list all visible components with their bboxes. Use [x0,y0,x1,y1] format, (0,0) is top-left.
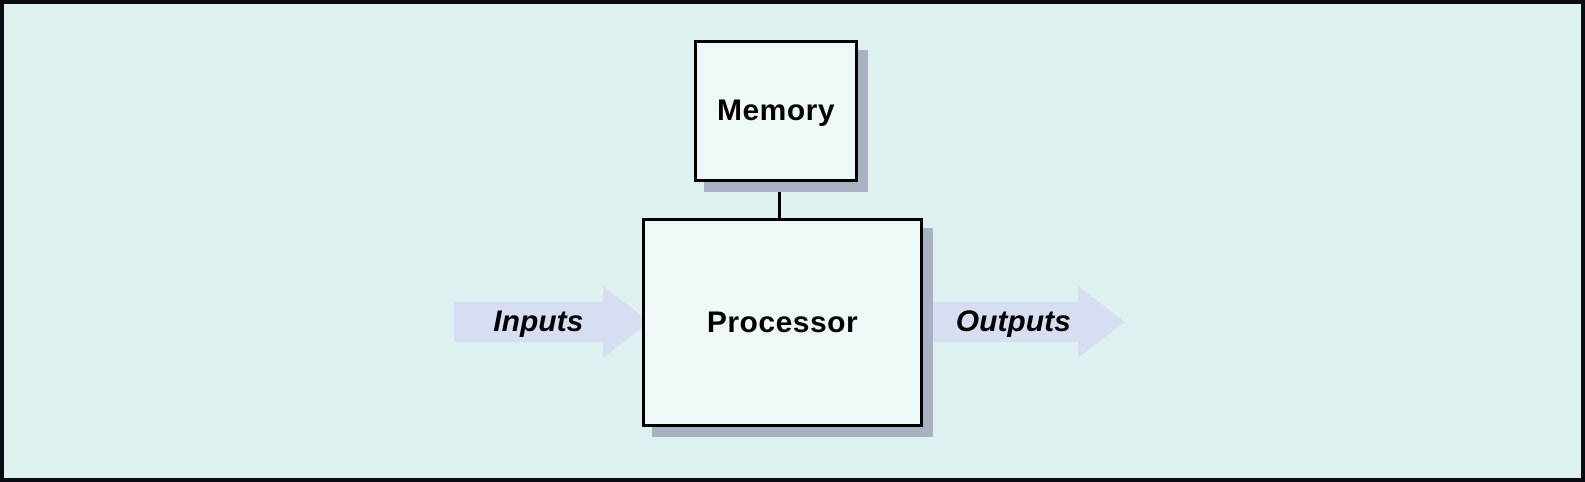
outputs-block-arrow-right-icon: Outputs [929,286,1125,358]
memory-processor-connector-line [778,180,781,220]
outputs-label: Outputs [955,305,1071,338]
memory-label: Memory [716,94,836,127]
processor-label: Processor [706,305,859,339]
memory-box: Memory [694,40,858,182]
inputs-block-arrow-right-icon: Inputs [454,286,650,358]
processor-box: Processor [642,218,923,427]
inputs-label: Inputs [493,305,584,338]
